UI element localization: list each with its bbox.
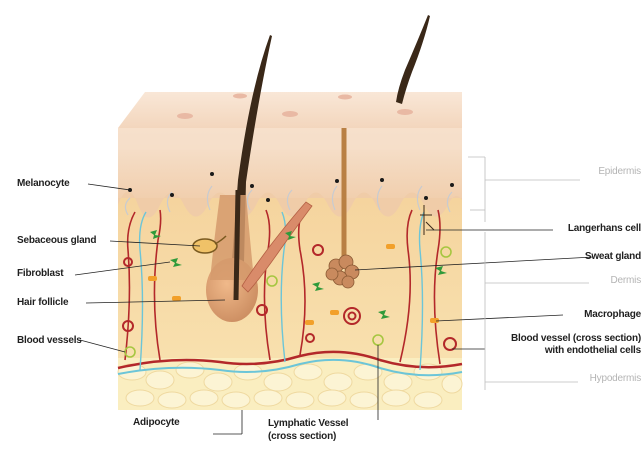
hair-shaft-right <box>396 15 430 104</box>
label-macrophage: Macrophage <box>584 309 641 321</box>
label-endothelial-cells: with endothelial cells <box>545 345 641 357</box>
label-sweat-gland: Sweat gland <box>585 251 641 263</box>
label-lymphatic-cross-section: (cross section) <box>268 431 336 443</box>
label-blood-vessels: Blood vessels <box>17 335 82 347</box>
label-fibroblast: Fibroblast <box>17 268 63 280</box>
label-blood-vessel-cross-section: Blood vessel (cross section) <box>511 333 641 345</box>
label-melanocyte: Melanocyte <box>17 178 69 190</box>
label-lymphatic-vessel: Lymphatic Vessel <box>268 418 348 430</box>
label-hypodermis: Hypodermis <box>590 373 641 385</box>
label-epidermis: Epidermis <box>598 166 641 178</box>
label-dermis: Dermis <box>611 275 641 287</box>
label-adipocyte: Adipocyte <box>133 417 180 429</box>
label-hair-follicle: Hair follicle <box>17 297 68 309</box>
label-langerhans-cell: Langerhans cell <box>568 223 641 235</box>
label-sebaceous-gland: Sebaceous gland <box>17 235 96 247</box>
